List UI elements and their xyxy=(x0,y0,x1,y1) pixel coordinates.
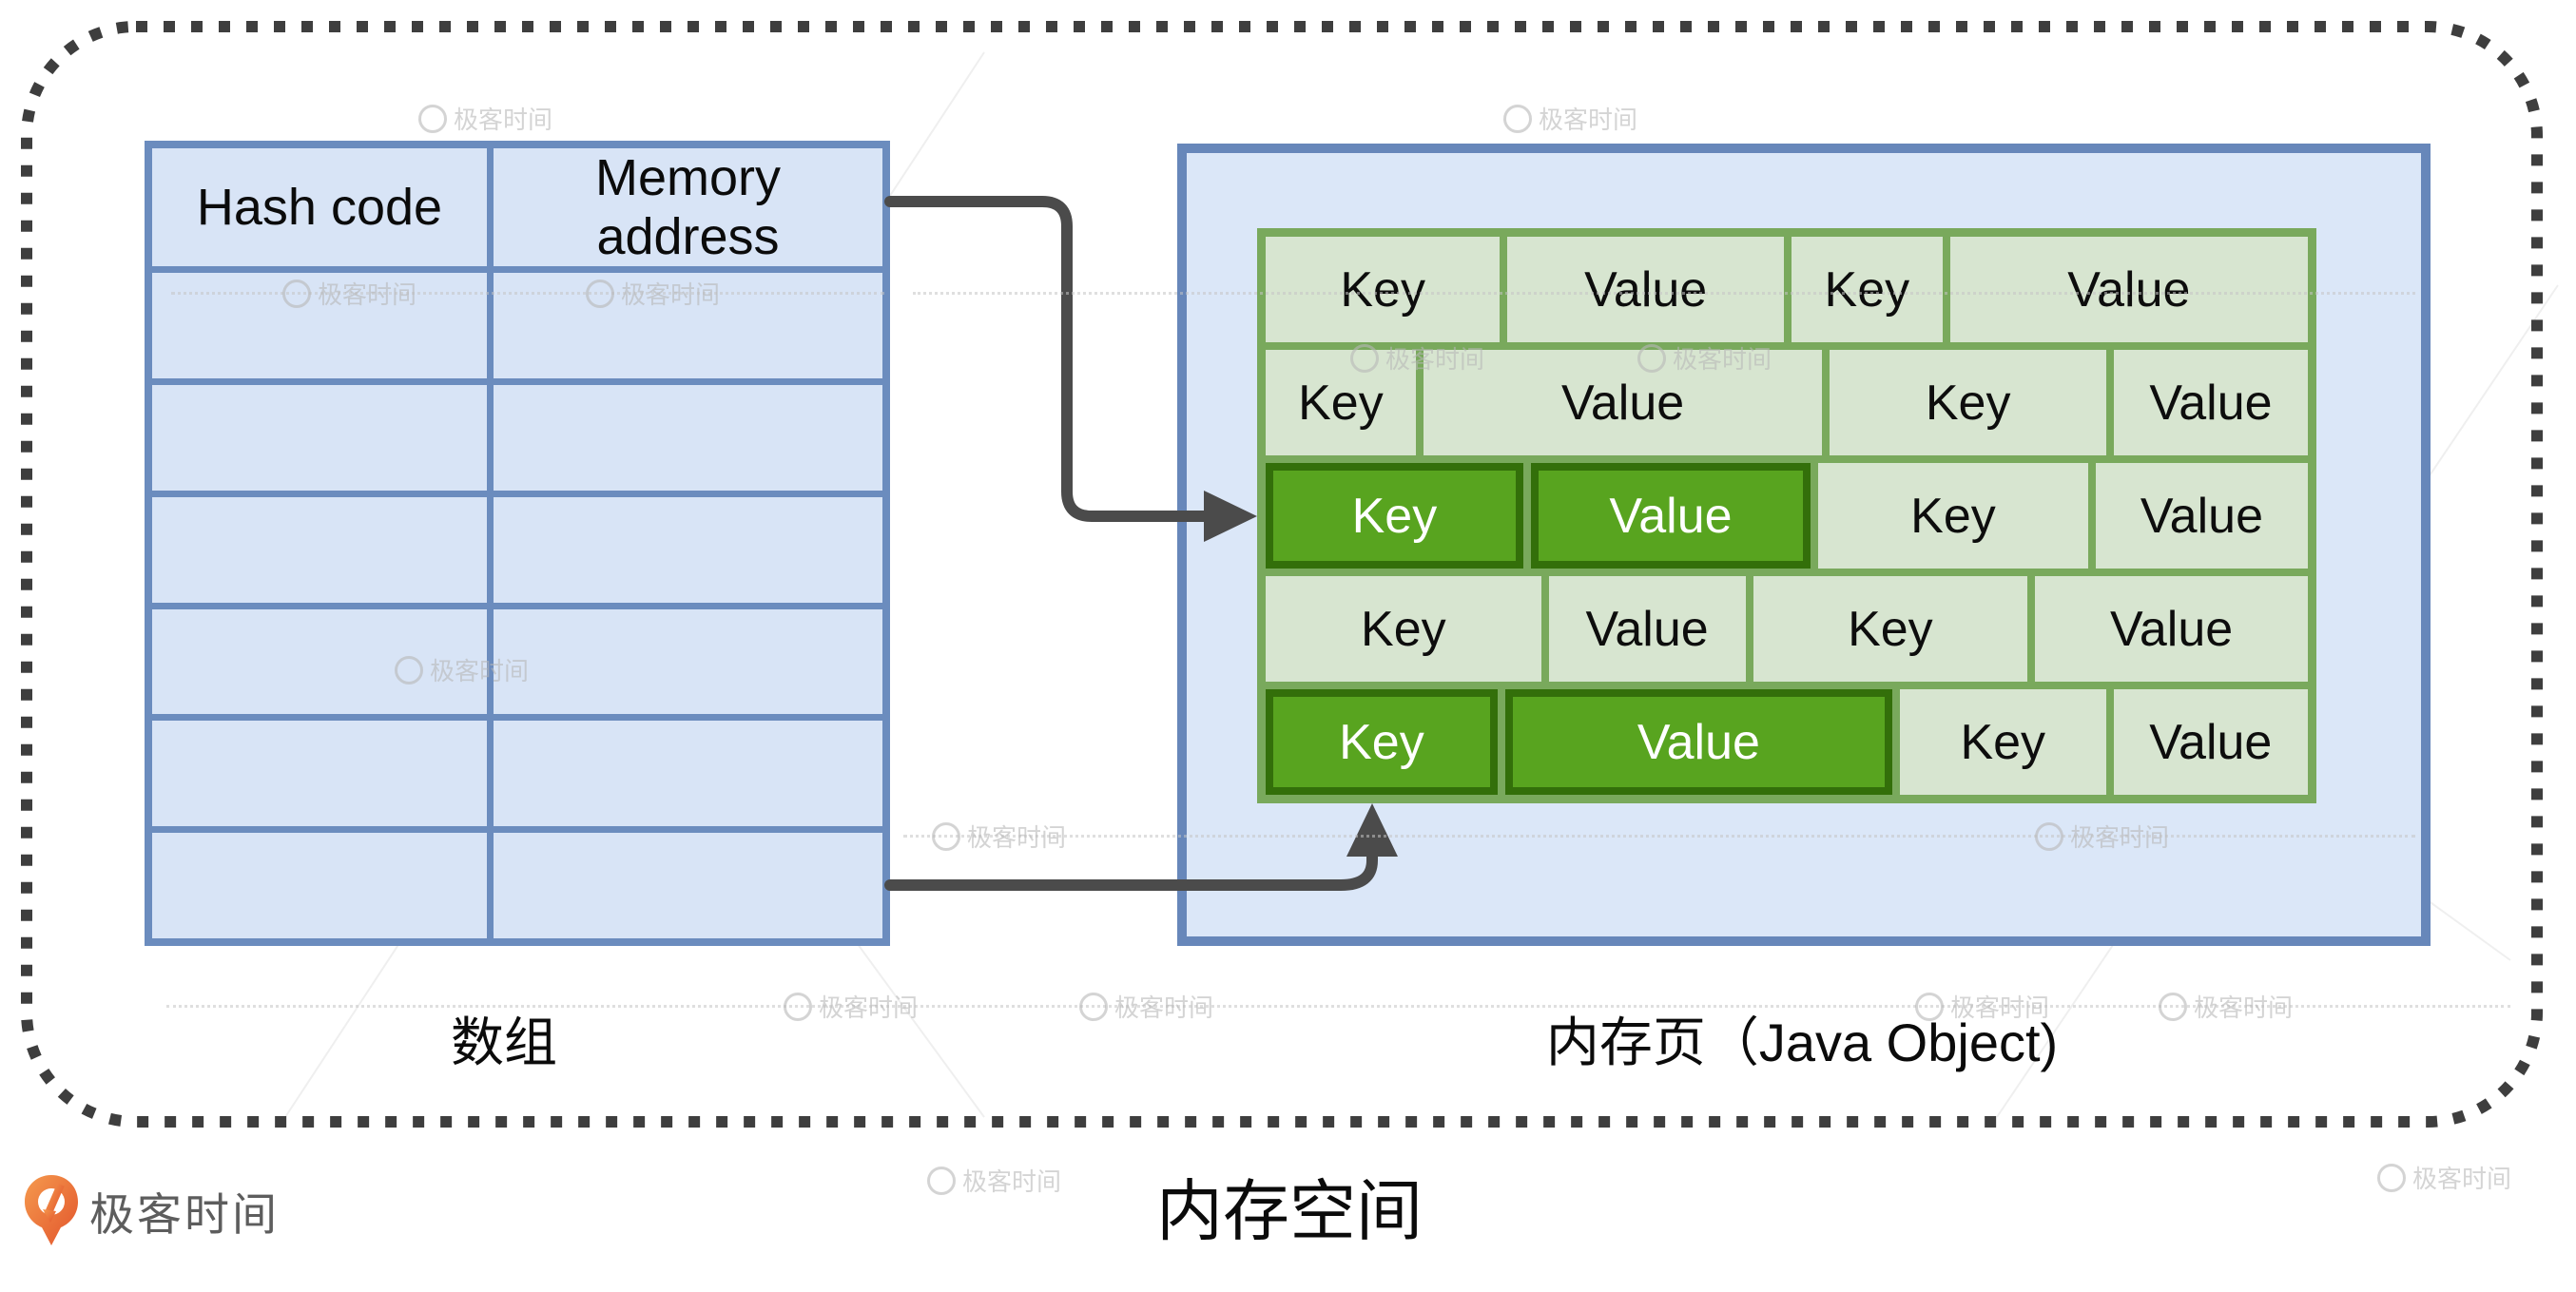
watermark: 极客时间 xyxy=(932,819,1066,854)
hash-array-table: Hash code Memory address xyxy=(145,141,890,946)
array-empty-cell xyxy=(152,608,487,715)
kv-cell-highlighted: Key xyxy=(1266,689,1498,795)
geektime-logo: 极客时间 xyxy=(23,1173,280,1247)
kv-cell: Value xyxy=(1507,237,1784,342)
watermark: 极客时间 xyxy=(418,101,552,136)
watermark-text: 极客时间 xyxy=(454,106,553,134)
kv-cell: Value xyxy=(1548,576,1746,682)
watermark-text: 极客时间 xyxy=(1114,993,1214,1022)
kv-cell: Value xyxy=(1423,350,1823,455)
watermark: 极客时间 xyxy=(2377,1160,2511,1195)
arrow-to-row3 xyxy=(884,196,1211,522)
array-empty-cell xyxy=(152,273,487,378)
kv-cell: Value xyxy=(2113,350,2308,455)
kv-cell: Key xyxy=(1830,350,2106,455)
kv-cell-highlighted: Key xyxy=(1266,463,1523,569)
geektime-pin-icon xyxy=(25,1175,78,1245)
array-empty-cell xyxy=(152,384,487,491)
watermark: 极客时间 xyxy=(1079,989,1213,1024)
watermark-text: 极客时间 xyxy=(2412,1165,2512,1193)
memory-space-caption: 内存空间 xyxy=(1156,1174,1423,1248)
memory-address-header-label: Memory address xyxy=(594,149,781,265)
kv-cell: Key xyxy=(1791,237,1943,342)
kv-cell: Key xyxy=(1266,237,1501,342)
kv-cell: Key xyxy=(1266,576,1541,682)
memory-address-header-cell: Memory address xyxy=(494,148,882,266)
array-empty-cell xyxy=(494,608,882,715)
kv-cell: Value xyxy=(1949,237,2308,342)
kv-cell: Value xyxy=(2095,463,2308,569)
watermark-text: 极客时间 xyxy=(819,993,919,1022)
geektime-logo-text: 极客时间 xyxy=(89,1188,280,1240)
kv-cell: Key xyxy=(1818,463,2088,569)
watermark-text: 极客时间 xyxy=(1539,106,1638,134)
array-empty-cell xyxy=(494,833,882,938)
memory-page-label: 内存页（Java Object) xyxy=(1545,1012,2059,1072)
array-empty-cell xyxy=(494,496,882,603)
array-empty-cell xyxy=(494,721,882,827)
kv-cell: Value xyxy=(2035,576,2308,682)
array-empty-cell xyxy=(494,273,882,378)
kv-cell-highlighted: Value xyxy=(1504,689,1892,795)
watermark: 极客时间 xyxy=(784,989,918,1024)
kv-cell: Key xyxy=(1899,689,2106,795)
watermark-text: 极客时间 xyxy=(2194,993,2294,1022)
hash-code-header-cell: Hash code xyxy=(152,148,487,266)
hash-code-header-label: Hash code xyxy=(196,179,443,236)
kv-cell: Key xyxy=(1266,350,1416,455)
array-label: 数组 xyxy=(451,1012,557,1072)
kv-cell: Key xyxy=(1753,576,2028,682)
array-empty-cell xyxy=(152,496,487,603)
watermark-text: 极客时间 xyxy=(967,823,1067,852)
kv-cell: Value xyxy=(2113,689,2309,795)
watermark: 极客时间 xyxy=(1503,101,1637,136)
array-empty-cell xyxy=(152,833,487,938)
array-empty-cell xyxy=(494,384,882,491)
array-empty-cell xyxy=(152,721,487,827)
kv-cell-highlighted: Value xyxy=(1530,463,1811,569)
